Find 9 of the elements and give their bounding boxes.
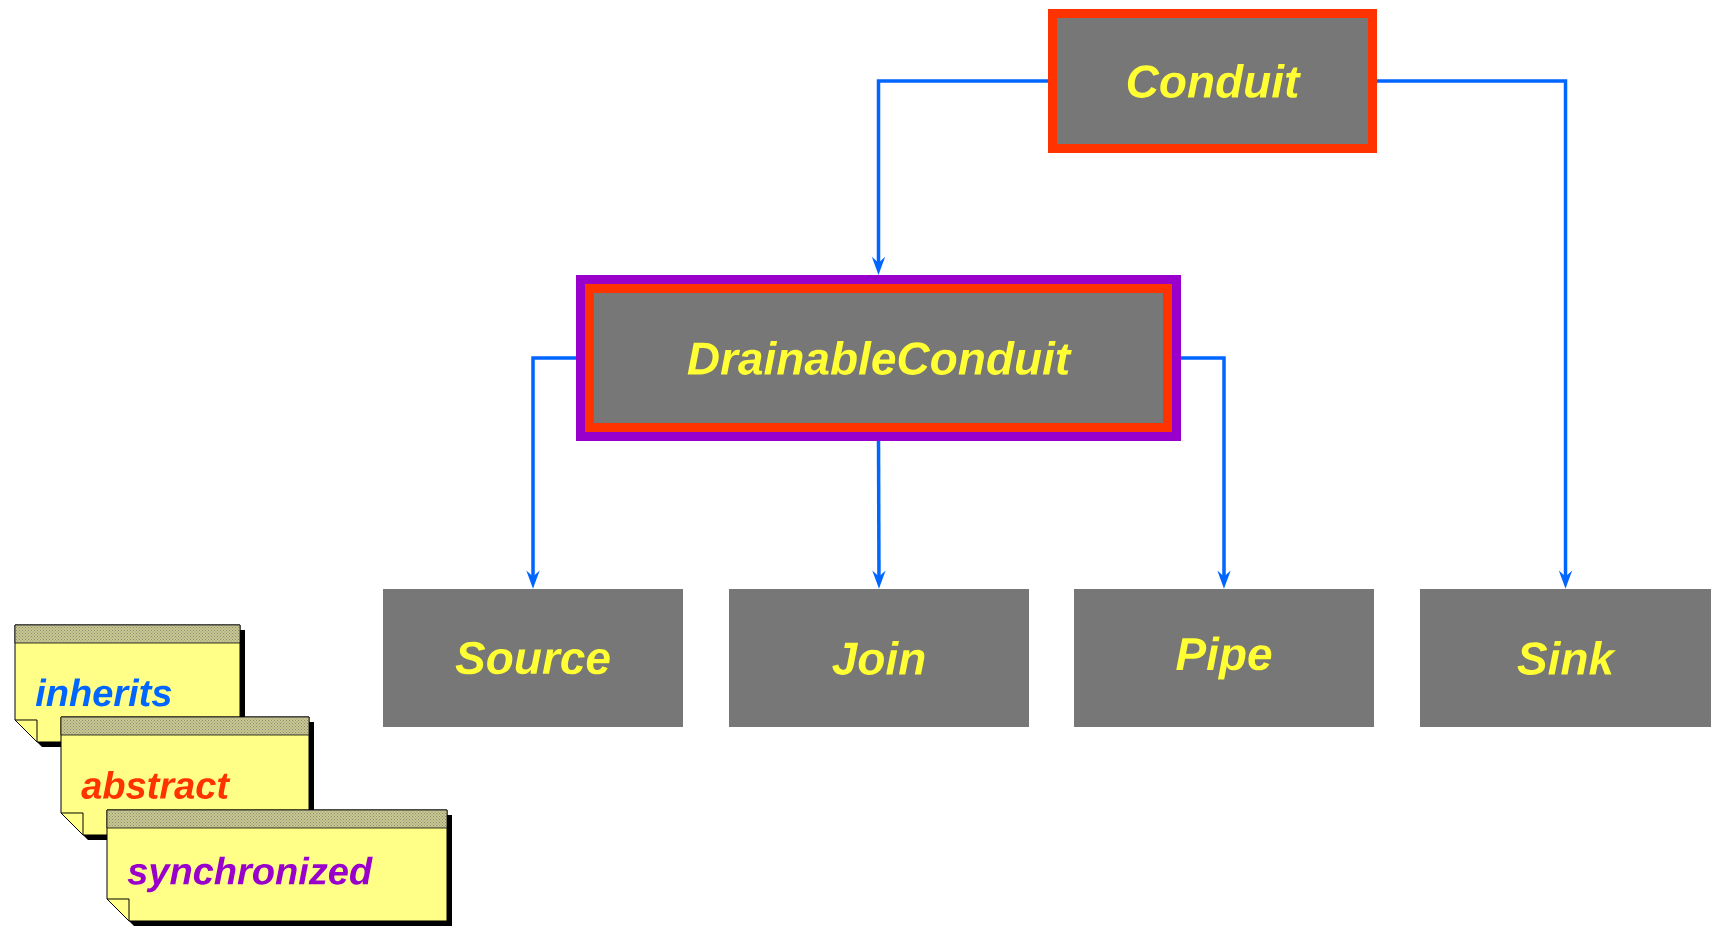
class-box: Source [383,589,683,727]
class-box: DrainableConduit [576,275,1181,441]
class-box: Pipe [1074,589,1374,727]
legend-text: synchronized [127,856,373,893]
class-box: Join [729,589,1029,727]
class-box: Conduit [1048,9,1377,153]
legend-text: inherits [35,678,172,707]
class-box: Sink [1420,589,1711,727]
legend-text: abstract [81,771,231,799]
